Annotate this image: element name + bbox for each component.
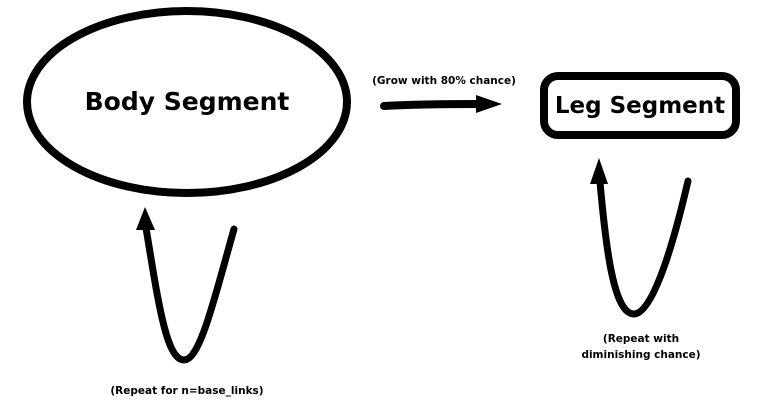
body-segment-node: Body Segment	[23, 7, 351, 197]
leg-repeat-arrowhead	[590, 158, 608, 184]
leg-segment-node: Leg Segment	[540, 72, 740, 139]
grow-arrowhead	[476, 95, 502, 113]
leg-repeat-label-line2: diminishing chance)	[581, 349, 700, 361]
body-segment-ellipse	[23, 7, 351, 197]
grow-edge-label: (Grow with 80% chance)	[372, 75, 516, 87]
body-repeat-arrowhead	[136, 207, 155, 230]
body-segment-label: Body Segment	[85, 87, 290, 116]
leg-repeat-curve	[596, 177, 692, 318]
leg-repeat-label-line1: (Repeat with	[603, 333, 679, 345]
body-repeat-loop: (Repeat for n=base_links)	[110, 207, 264, 397]
body-repeat-curve	[142, 224, 238, 364]
leg-repeat-loop: (Repeat with diminishing chance)	[581, 158, 701, 361]
grow-edge: (Grow with 80% chance)	[372, 75, 516, 113]
body-repeat-label: (Repeat for n=base_links)	[110, 385, 263, 397]
leg-segment-label: Leg Segment	[555, 93, 725, 119]
leg-segment-box	[540, 72, 740, 139]
grow-arrow-shaft	[380, 100, 484, 110]
